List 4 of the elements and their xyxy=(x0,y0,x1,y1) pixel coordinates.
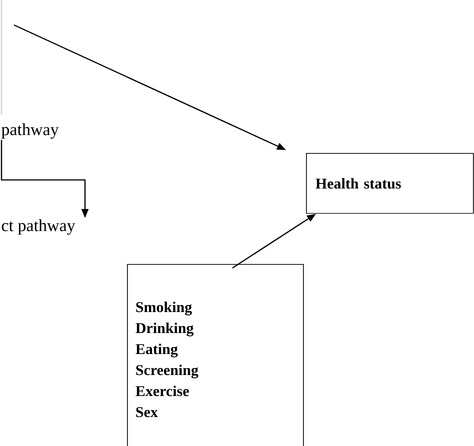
status-box: Health status xyxy=(306,153,474,214)
factor-box: Smoking Drinking Eating Screening Exercise Sex xyxy=(127,264,304,446)
pathway-text: ct pathway xyxy=(2,219,76,235)
pathway-text: pathway xyxy=(1,123,59,139)
